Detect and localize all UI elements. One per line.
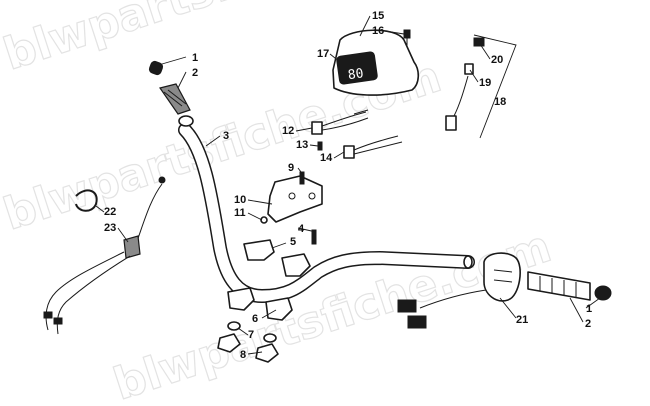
callout-23: 23 xyxy=(104,222,116,234)
lead-pin-13 xyxy=(317,141,323,151)
callout-8: 8 xyxy=(240,349,246,361)
switch-harness xyxy=(445,34,517,139)
switch-connector-a xyxy=(397,299,417,313)
callout-labels: 1 2 3 4 5 6 7 8 9 10 11 12 13 14 15 16 1… xyxy=(104,10,592,361)
console-display-screen xyxy=(336,51,378,85)
handlebar-end-right xyxy=(463,255,473,269)
callout-4: 4 xyxy=(298,223,305,235)
callout-2-left: 2 xyxy=(192,67,198,79)
switch-cap xyxy=(473,37,485,47)
watermark-bottom: blwpartsfiche.com xyxy=(108,221,558,406)
cable-clamp xyxy=(75,189,98,212)
lower-clamp-left xyxy=(227,287,255,311)
upper-clamp-left xyxy=(243,239,275,261)
left-grip-assembly xyxy=(148,60,191,115)
callout-12: 12 xyxy=(282,125,294,137)
callout-9: 9 xyxy=(288,162,294,174)
callout-18: 18 xyxy=(494,96,506,108)
callout-13: 13 xyxy=(296,139,308,151)
callout-11: 11 xyxy=(234,207,246,219)
bracket-screw xyxy=(299,171,305,185)
clamp-bolt xyxy=(311,229,317,245)
right-grip xyxy=(527,271,591,301)
callout-16: 16 xyxy=(372,25,384,37)
lead-connector-14 xyxy=(343,145,355,159)
washer-left xyxy=(227,321,241,331)
lower-clamp-right xyxy=(265,297,293,321)
throttle-switch-housing xyxy=(397,252,521,329)
washers-and-nuts xyxy=(217,321,279,363)
console-screw xyxy=(403,29,411,39)
right-grip-assembly xyxy=(527,271,612,301)
switch-body xyxy=(464,63,474,75)
callout-17: 17 xyxy=(317,48,329,60)
callout-6: 6 xyxy=(252,313,258,325)
callout-21: 21 xyxy=(516,314,528,326)
callout-1-right: 1 xyxy=(586,303,592,315)
handlebar xyxy=(178,115,475,304)
callout-10: 10 xyxy=(234,194,246,206)
callout-14: 14 xyxy=(320,152,333,164)
callout-5: 5 xyxy=(290,236,296,248)
callout-1-left: 1 xyxy=(192,52,198,64)
callout-7: 7 xyxy=(248,329,254,341)
wiring-leads xyxy=(311,109,403,159)
left-grip xyxy=(159,83,191,115)
upper-clamp-right xyxy=(281,253,311,277)
nut-left xyxy=(217,333,241,353)
throttle-cable xyxy=(43,176,166,335)
callout-2-right: 2 xyxy=(585,318,591,330)
callout-15: 15 xyxy=(372,10,384,22)
display-console: 80 xyxy=(332,29,420,96)
switch-connector-b xyxy=(407,315,427,329)
harness-connector xyxy=(445,115,457,131)
lead-connector-12 xyxy=(311,121,323,135)
handlebar-clamps xyxy=(227,229,317,321)
console-display-digits: 80 xyxy=(347,66,365,83)
leader-lines xyxy=(95,15,601,355)
right-grip-end-cap xyxy=(594,285,612,301)
mount-bracket xyxy=(260,171,323,224)
callout-19: 19 xyxy=(479,77,491,89)
nut-right xyxy=(255,343,279,363)
callout-20: 20 xyxy=(491,54,503,66)
left-grip-end-cap xyxy=(148,60,164,76)
callout-3: 3 xyxy=(223,130,229,142)
washer-right xyxy=(263,333,277,343)
handlebar-end-left xyxy=(178,115,194,127)
callout-22: 22 xyxy=(104,206,116,218)
